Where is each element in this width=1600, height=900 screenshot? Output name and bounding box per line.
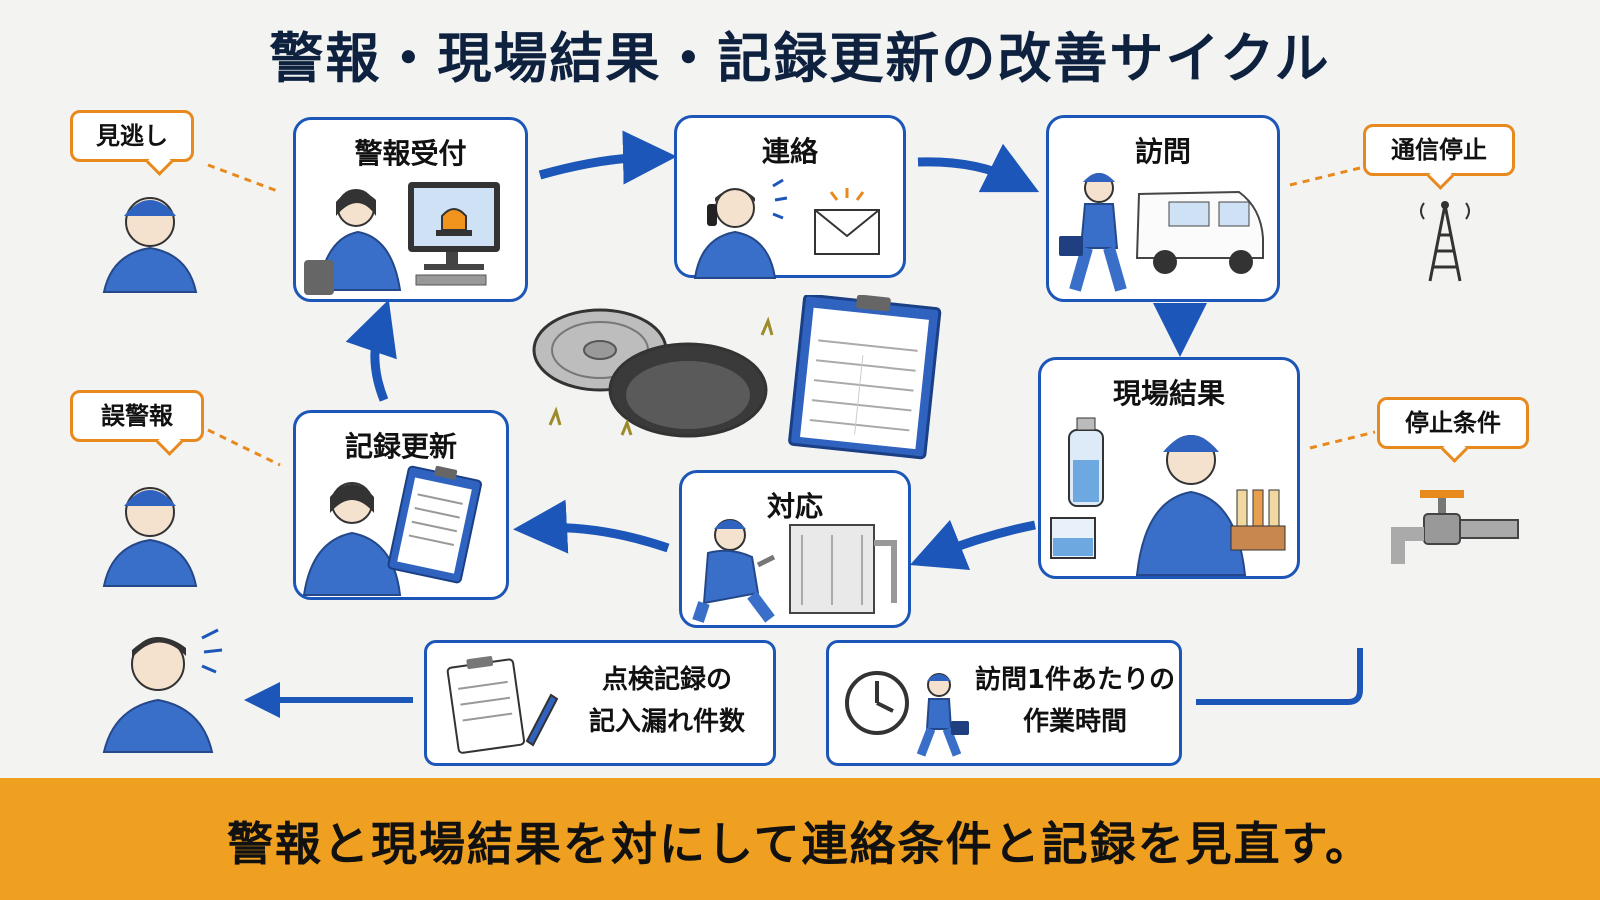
manhole-clipboard-illustration — [532, 295, 942, 460]
arrow-record-to-alarm — [345, 299, 397, 402]
kpi-label-line2: 記入漏れ件数 — [588, 707, 745, 737]
issue-stop-condition: 停止条件 — [1377, 397, 1529, 449]
step-contact: 連絡 — [674, 115, 906, 279]
step-label: 対応 — [766, 490, 823, 523]
step-alarm-receipt: 警報受付 — [293, 117, 528, 302]
kpi-label-line2: 作業時間 — [1022, 707, 1127, 737]
issue-comm-stop: 通信停止 — [1363, 124, 1515, 176]
step-label: 警報受付 — [354, 137, 467, 170]
clipboard-record-icon — [302, 465, 482, 596]
step-site-result: 現場結果 — [1038, 357, 1300, 579]
kpi-missing-records: 点検記録の 記入漏れ件数 — [424, 640, 776, 766]
arrow-response-to-record — [513, 499, 670, 554]
issue-false-alarm: 誤警報 — [70, 390, 204, 442]
clipboard-pen-icon — [446, 656, 559, 754]
step-label: 連絡 — [761, 135, 818, 168]
page-title: 警報・現場結果・記録更新の改善サイクル — [269, 27, 1331, 90]
issue-missed: 見逃し — [70, 110, 194, 162]
worker-worried-icon — [102, 487, 198, 587]
worker-reflecting-icon — [102, 628, 223, 753]
worker-thinking-icon — [102, 197, 198, 293]
arrow-alarm-to-contact — [538, 130, 677, 185]
kpi-label-line1: 訪問1件あたりの — [974, 665, 1176, 695]
worker-repair-icon — [692, 519, 897, 623]
water-sample-test-icon — [1050, 417, 1286, 576]
step-record-update: 記録更新 — [293, 410, 509, 600]
step-visit: 訪問 — [1046, 115, 1280, 302]
operator-monitor-icon — [304, 182, 500, 295]
step-label: 訪問 — [1134, 135, 1191, 168]
step-response: 対応 — [679, 470, 911, 628]
signal-tower-icon — [1420, 201, 1470, 282]
kpi-work-time: 訪問1件あたりの 作業時間 — [826, 640, 1182, 766]
summary-banner-text: 警報と現場結果を対にして連絡条件と記録を見直す。 — [226, 817, 1374, 871]
phone-call-icon — [693, 178, 880, 279]
arrow-contact-to-visit — [917, 143, 1040, 193]
summary-banner: 警報と現場結果を対にして連絡条件と記録を見直す。 — [0, 778, 1600, 900]
arrow-result-to-response — [909, 519, 1036, 571]
arrow-feedback-connector — [1196, 648, 1363, 705]
clock-walking-worker-icon — [845, 671, 969, 757]
worker-van-icon — [1059, 173, 1264, 292]
step-label: 現場結果 — [1112, 377, 1225, 410]
water-valve-icon — [1391, 490, 1519, 564]
kpi-label-line1: 点検記録の — [601, 665, 732, 695]
step-label: 記録更新 — [344, 430, 457, 463]
